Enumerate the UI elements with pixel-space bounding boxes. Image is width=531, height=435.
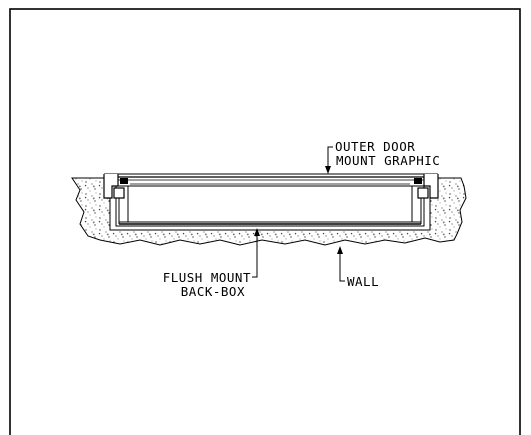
label-outer-door-line2: MOUNT GRAPHIC <box>336 153 440 168</box>
outer-door <box>103 173 439 222</box>
label-back-box-line1: FLUSH MOUNT <box>163 270 251 285</box>
flush-mount-back-box <box>115 185 425 227</box>
label-outer-door-line1: OUTER DOOR <box>335 139 415 154</box>
sheet-border <box>9 8 521 435</box>
leader-wall <box>337 246 345 282</box>
leader-outer-door <box>325 146 333 174</box>
label-wall: WALL <box>347 274 379 289</box>
leader-back-box <box>252 228 260 278</box>
wall-section <box>71 177 467 246</box>
label-back-box-line2: BACK-BOX <box>181 284 245 299</box>
wall-recess <box>109 178 431 231</box>
